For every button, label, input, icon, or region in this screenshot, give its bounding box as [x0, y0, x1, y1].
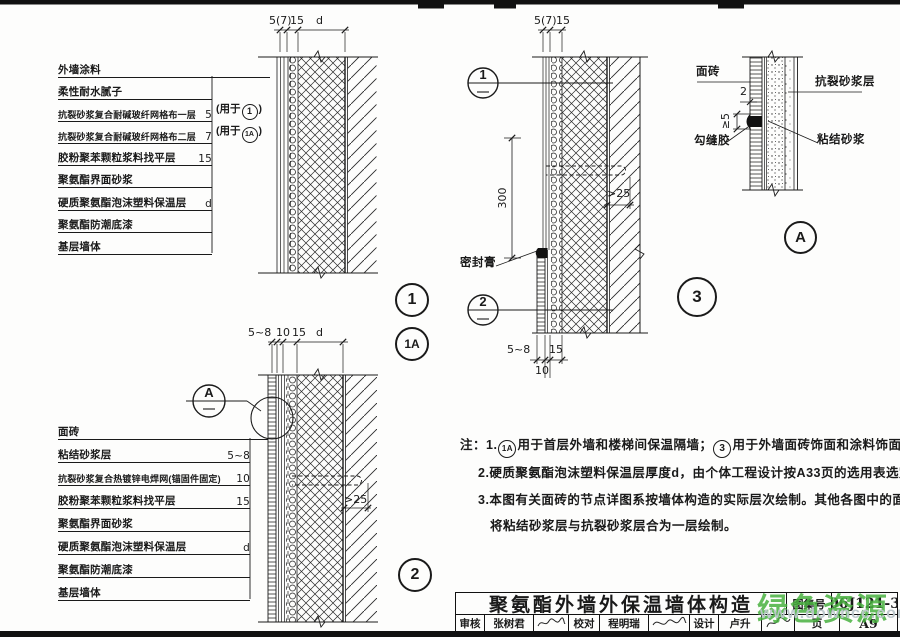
dim-d3-bottom-mesh: 10: [535, 364, 549, 377]
dim-d3-bottom-leveling: 15: [549, 343, 563, 356]
callout-section-a: A: [204, 385, 214, 400]
title-block: 聚氨酯外墙外保温墙体构造 图集号 06J121-3 审核 张树君 校对 程明瑞 …: [455, 592, 898, 632]
review-signature: [534, 615, 569, 631]
callout-section-1: 1: [479, 67, 487, 82]
callout-ref-1a-icon: 1A: [241, 126, 258, 143]
detail-number-1: 1: [395, 283, 429, 317]
note-ref-3-icon: 3: [713, 439, 732, 458]
page-label: 页: [795, 615, 840, 631]
page-no-value: A9: [859, 615, 878, 631]
layer-row: 聚氨酯界面砂浆: [58, 172, 212, 188]
atlas-no-value: 06J121-3: [832, 595, 897, 612]
dim-d3-anticrack: 5(7): [534, 14, 557, 27]
layer-row: 抗裂砂浆复合热镀锌电焊网(锚固件固定)10: [58, 470, 250, 486]
dim-d3-anchor-depth: >25: [607, 187, 631, 200]
layer-row: 基层墙体: [58, 239, 212, 255]
dim-d1-insulation: d: [316, 14, 323, 27]
sheet-title: 聚氨酯外墙外保温墙体构造: [456, 593, 787, 614]
tile-label: 面砖: [696, 66, 720, 78]
detail-number-1a: 1A: [395, 327, 429, 361]
detail-number-a: A: [784, 221, 817, 254]
signature-scribble: [537, 617, 566, 627]
review-name: 张树君: [485, 615, 534, 631]
design-label: 设计: [690, 615, 719, 631]
callout-section-2: 2: [479, 294, 487, 309]
proof-label: 校对: [569, 615, 600, 631]
dim-d2-insulation: d: [316, 326, 323, 339]
atlas-no-label: 图集号: [787, 593, 832, 614]
signature-scribble: [652, 616, 687, 626]
layer-row: 基层墙体: [58, 585, 250, 601]
dim-d3-leveling: 15: [556, 14, 570, 27]
dim-d1-anticrack: 5(7): [269, 14, 292, 27]
proof-signature: [649, 615, 690, 631]
dim-joint-width: 2: [740, 85, 747, 98]
design-signature: [762, 615, 795, 631]
layer-row: 聚氨酯界面砂浆: [58, 516, 250, 532]
layer-row: 聚氨酯防潮底漆: [58, 217, 212, 233]
dim-d3-bottom-tile: 5~8: [507, 343, 531, 356]
proof-name: 程明瑞: [600, 615, 649, 631]
note-line-2: 2.硬质聚氨酯泡沫塑料保温层厚度d，由个体工程设计按A33页的选用表选定。: [478, 466, 900, 480]
layer-row: 外墙涂料: [58, 62, 270, 78]
layer-row: 聚氨酯防潮底漆: [58, 562, 250, 578]
detail-number-2: 2: [398, 558, 432, 592]
anticrack-label: 抗裂砂浆层: [815, 76, 875, 88]
note-line-1: 注：1.1A用于首层外墙和楼梯间保温隔墙；3用于外墙面砖饰面和涂料饰面的交接部位…: [460, 434, 900, 458]
dim-d1-leveling: 15: [290, 14, 304, 27]
callout-ref-1-icon: 1: [241, 104, 258, 120]
bonding-label: 粘结砂浆: [817, 134, 865, 146]
layer-row: 面砖: [58, 424, 268, 440]
dim-d3-300: 300: [495, 187, 509, 209]
dim-d2-tile: 5~8: [248, 326, 272, 339]
design-name: 卢升: [719, 615, 762, 631]
dim-d2-mesh: 10: [276, 326, 290, 339]
note-ref-1a-icon: 1A: [498, 439, 517, 458]
signature-scribble: [766, 617, 791, 628]
jointing-label: 勾缝胶: [694, 135, 730, 147]
dim-d2-leveling: 15: [292, 326, 306, 339]
note-line-4: 将粘结砂浆层与抗裂砂浆层合为一层绘制。: [490, 519, 738, 533]
dim-d2-anchor-depth: >25: [344, 493, 368, 506]
review-label: 审核: [456, 615, 485, 631]
detail-number-3: 3: [677, 277, 717, 317]
sealant-label: 密封膏: [460, 257, 496, 269]
note-line-3: 3.本图有关面砖的节点详图系按墙体构造的实际层次绘制。其他各图中的面砖节点详图均: [478, 493, 900, 507]
layer-row: 柔性耐水腻子: [58, 84, 212, 100]
dim-joint-height: ≥5: [718, 112, 732, 130]
